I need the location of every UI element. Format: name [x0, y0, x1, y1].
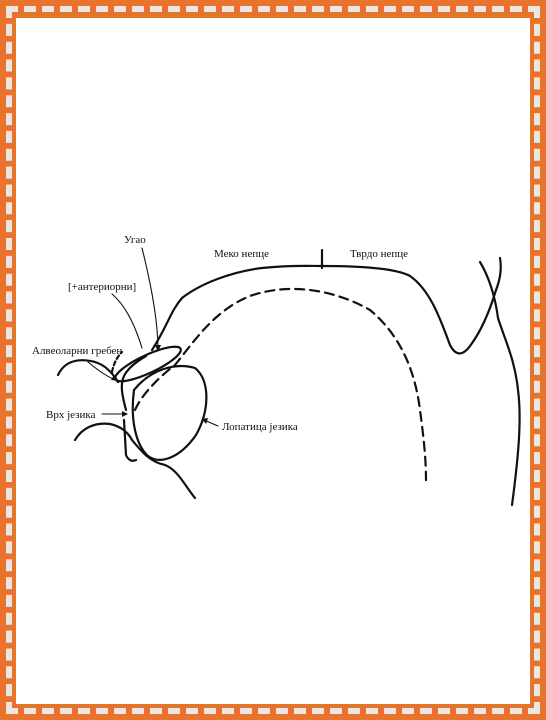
- label-anteriorni: [+антериорни]: [68, 281, 136, 293]
- palate-contour: [152, 266, 496, 354]
- label-tvrdo-nepce: Тврдо непце: [350, 248, 408, 260]
- tongue-blade-outline: [133, 366, 207, 460]
- vrh-arrow: [122, 411, 128, 417]
- anteriorni-leader: [112, 294, 142, 348]
- label-ugao: Угао: [124, 234, 146, 246]
- upper-lip: [58, 360, 118, 382]
- label-lopatica-jezika: Лопатица језика: [222, 421, 298, 433]
- tongue-body-dashed: [135, 289, 426, 480]
- pharynx-wall: [480, 262, 520, 505]
- label-vrh-jezika: Врх језика: [46, 409, 96, 421]
- pharynx-wall-upper: [496, 258, 501, 290]
- ugao-leader: [142, 248, 158, 350]
- angle-ellipse: [112, 341, 185, 388]
- label-alveolarni-greben: Алвеоларни гребен: [32, 345, 122, 357]
- label-meko-nepce: Меко непце: [214, 248, 269, 260]
